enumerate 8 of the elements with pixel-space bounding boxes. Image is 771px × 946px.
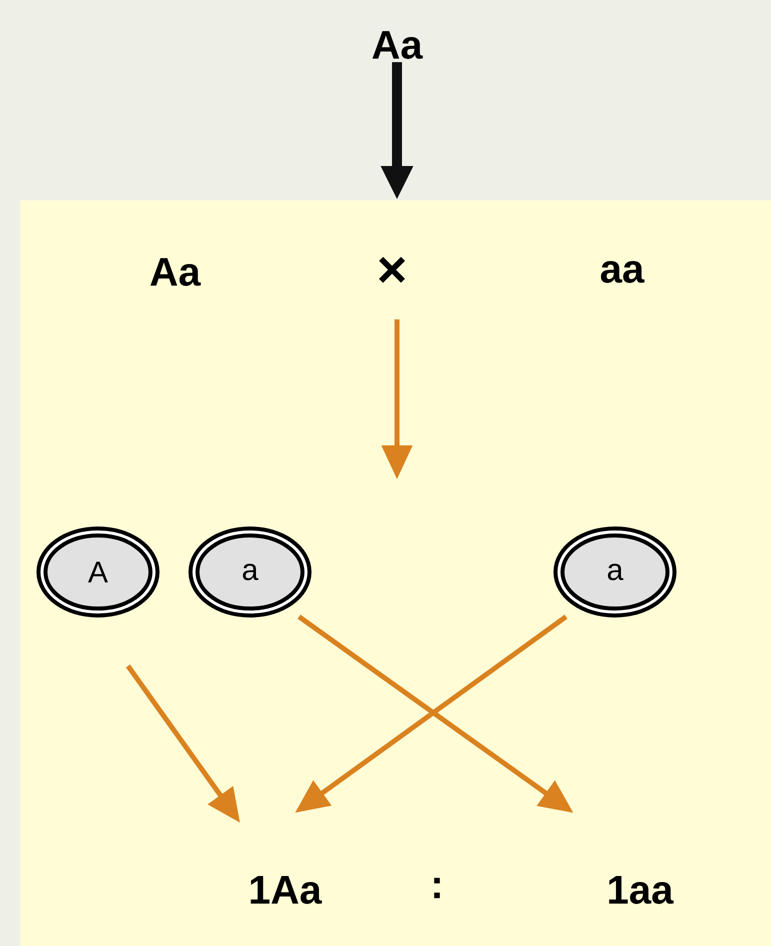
cross-sign: ×	[374, 254, 410, 290]
parent-genotype: Aa	[368, 28, 426, 62]
genotype-label: aa	[596, 258, 648, 286]
panel-background	[20, 200, 771, 946]
genotype-label: Aa	[146, 255, 204, 289]
genotype-label: 1aa	[604, 873, 676, 907]
genotype-label: 1Aa	[245, 873, 325, 907]
ratio-colon: :	[434, 878, 440, 898]
